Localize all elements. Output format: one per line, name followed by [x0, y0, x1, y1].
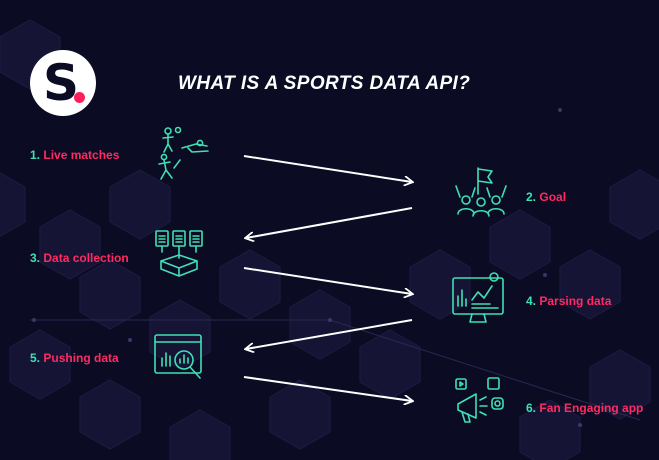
- arrow-3-to-4: [243, 267, 412, 294]
- step-2-text: Goal: [539, 190, 567, 204]
- sportmonks-logo: S: [30, 50, 96, 116]
- step-1-label: 1. Live matches: [30, 148, 119, 162]
- step-1-number: 1.: [30, 148, 41, 162]
- megaphone-social-icon: [455, 377, 504, 423]
- step-4-number: 4.: [526, 294, 537, 308]
- step-5-label: 5. Pushing data: [30, 351, 119, 365]
- step-1-text: Live matches: [43, 148, 120, 162]
- page-title: WHAT IS A SPORTS DATA API?: [178, 73, 471, 94]
- step-6-text: Fan Engaging app: [539, 401, 644, 415]
- step-4-label: 4. Parsing data: [526, 294, 611, 308]
- step-4-text: Parsing data: [539, 294, 612, 308]
- data-collection-icon: [155, 230, 203, 277]
- arrow-5-to-6: [243, 376, 412, 401]
- arrow-2-to-3: [246, 207, 413, 238]
- logo-letter: S: [43, 54, 80, 112]
- data-analysis-icon: [154, 334, 202, 379]
- step-3-text: Data collection: [43, 251, 129, 265]
- step-3-number: 3.: [30, 251, 41, 265]
- step-2-number: 2.: [526, 190, 537, 204]
- athletes-icon: [158, 126, 209, 180]
- step-6-number: 6.: [526, 401, 537, 415]
- arrow-4-to-5: [246, 319, 413, 349]
- dashboard-monitor-icon: [452, 272, 504, 323]
- step-2-label: 2. Goal: [526, 190, 566, 204]
- step-6-label: 6. Fan Engaging app: [526, 401, 643, 415]
- logo-dot: [74, 92, 85, 103]
- step-5-number: 5.: [30, 351, 41, 365]
- cheering-crowd-icon: [455, 167, 507, 217]
- step-5-text: Pushing data: [43, 351, 119, 365]
- step-3-label: 3. Data collection: [30, 251, 129, 265]
- arrow-1-to-2: [243, 155, 412, 182]
